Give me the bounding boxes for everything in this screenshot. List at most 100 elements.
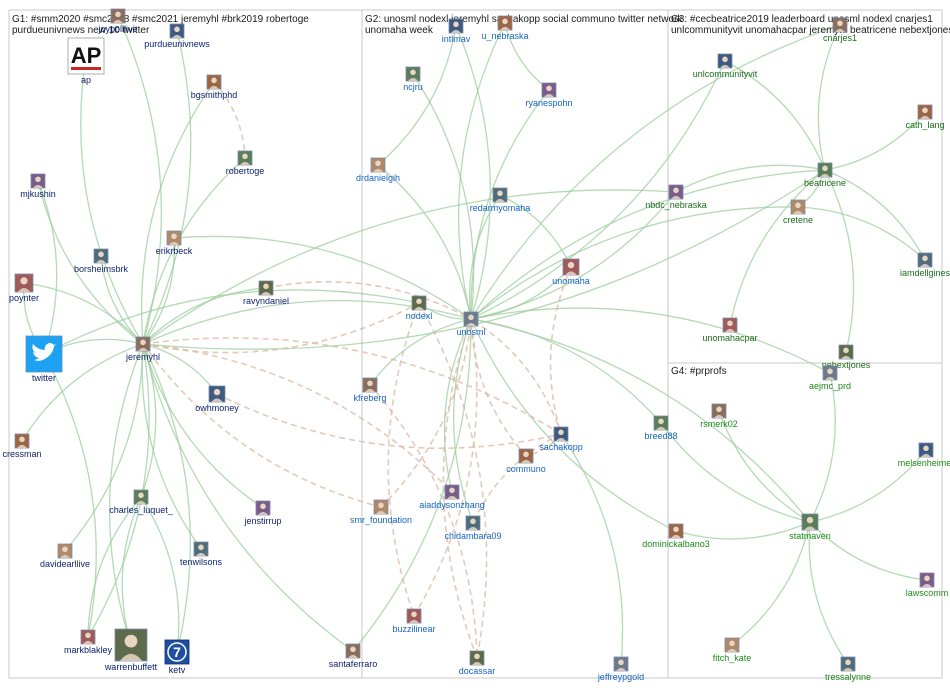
node-beatricene[interactable]: beatricene: [804, 162, 846, 188]
node-mjkushin[interactable]: mjkushin: [20, 173, 56, 199]
node-markblakley[interactable]: markblakley: [64, 629, 113, 655]
edge-unlcommunityvit-unosml: [470, 60, 726, 320]
node-kfreberg[interactable]: kfreberg: [353, 377, 387, 403]
node-unlcommunityvit[interactable]: unlcommunityvit: [693, 53, 758, 79]
edges: [21, 15, 928, 665]
avatar-icon: [469, 650, 485, 666]
avatar-icon: [373, 499, 389, 515]
avatar-icon: [30, 173, 46, 189]
node-borsheimsbrk[interactable]: borsheimsbrk: [74, 248, 129, 274]
node-label-communo: communo: [506, 464, 546, 474]
node-erikrbeck[interactable]: erikrbeck: [156, 230, 193, 256]
node-warrenbuffett[interactable]: warrenbuffett: [104, 628, 158, 672]
edge-beatricene-jeremyhl: [142, 169, 826, 350]
node-cath_lang[interactable]: cath_lang: [905, 104, 945, 130]
node-unomahacpar[interactable]: unomahacpar: [702, 317, 758, 343]
node-tenwilsons[interactable]: tenwilsons: [180, 541, 223, 567]
node-aejmc_prd[interactable]: aejmc_prd: [809, 365, 851, 391]
node-rsmerk02[interactable]: rsmerk02: [700, 403, 738, 429]
node-poynter[interactable]: poynter: [9, 273, 39, 303]
ap-logo-icon: AP: [67, 37, 105, 75]
node-sachakopp[interactable]: sachakopp: [539, 426, 583, 452]
edge-erikrbeck-unosml: [173, 235, 472, 320]
node-intlmav[interactable]: intlmav: [442, 18, 471, 44]
node-label-robertoge: robertoge: [226, 166, 265, 176]
node-communo[interactable]: communo: [506, 448, 546, 474]
node-label-unomaha: unomaha: [552, 276, 590, 286]
avatar-icon: [711, 403, 727, 419]
node-docassar[interactable]: docassar: [459, 650, 496, 676]
avatar-icon: [492, 187, 508, 203]
avatar-icon: [411, 295, 427, 311]
node-tressalynne[interactable]: tressalynne: [825, 656, 871, 682]
avatar-icon: [114, 628, 148, 662]
node-iamdellgines[interactable]: iamdellgines: [900, 252, 950, 278]
node-nodexl[interactable]: nodexl: [406, 295, 433, 321]
node-davidearllive[interactable]: davidearllive: [40, 543, 90, 569]
node-purdueunivnews[interactable]: purdueunivnews: [144, 23, 210, 49]
node-label-unlcommunityvit: unlcommunityvit: [693, 69, 758, 79]
edge-jeremyhl-smr_foundation: [142, 343, 382, 508]
node-label-docassar: docassar: [459, 666, 496, 676]
edge-redarmyomaha-unosml: [468, 194, 501, 320]
node-statmaven[interactable]: statmaven: [789, 513, 831, 541]
edge-sachakopp-chidambara09: [472, 433, 562, 524]
edge-charles_luquet_-markblakley: [87, 496, 142, 638]
avatar-icon: [370, 157, 386, 173]
node-melsenheimer[interactable]: melsenheimer: [898, 442, 950, 468]
node-jeremyhl[interactable]: jeremyhl: [125, 336, 160, 362]
node-charles_luquet_[interactable]: charles_luquet_: [109, 489, 174, 515]
node-breed88[interactable]: breed88: [644, 415, 678, 441]
node-chidambara09[interactable]: chidambara09: [444, 515, 502, 541]
avatar-icon: [917, 252, 933, 268]
node-nebextjones[interactable]: nebextjones: [822, 344, 871, 370]
node-nbdc_nebraska[interactable]: nbdc_nebraska: [645, 184, 707, 210]
avatar-icon: [562, 258, 580, 276]
node-label-charles_luquet_: charles_luquet_: [109, 505, 174, 515]
node-bgsmithphd[interactable]: bgsmithphd: [191, 74, 238, 100]
node-robertoge[interactable]: robertoge: [226, 150, 265, 176]
avatar-icon: [668, 184, 684, 200]
node-label-mjkushin: mjkushin: [20, 189, 56, 199]
node-lawscomm[interactable]: lawscomm: [906, 572, 949, 598]
node-label-iamdellgines: iamdellgines: [900, 268, 950, 278]
node-cressman[interactable]: cressman: [2, 433, 42, 459]
node-unosml[interactable]: unosml: [456, 311, 486, 337]
node-u_nebraska[interactable]: u_nebraska: [481, 15, 529, 41]
avatar-icon: [255, 500, 271, 516]
edge-beatricene-unosml: [470, 169, 826, 320]
node-joypolilive[interactable]: joypolilive: [97, 8, 138, 34]
node-ryanespohn[interactable]: ryanespohn: [525, 82, 573, 108]
edge-nebextjones-beatricene: [824, 169, 855, 353]
node-smr_foundation[interactable]: smr_foundation: [350, 499, 412, 525]
edge-nodexl-docassar: [418, 302, 488, 659]
node-fitch_kate[interactable]: fitch_kate: [713, 637, 752, 663]
node-ravyndaniel[interactable]: ravyndaniel: [243, 280, 289, 306]
node-jeffreypgold[interactable]: jeffreypgold: [597, 656, 644, 682]
node-owhmoney[interactable]: owhmoney: [195, 385, 239, 413]
edge-ncjru-unosml: [412, 73, 475, 320]
edge-buzzilinear-unosml: [413, 318, 478, 617]
node-ncjru[interactable]: ncjru: [403, 66, 423, 92]
node-buzzilinear[interactable]: buzzilinear: [392, 608, 436, 634]
avatar-icon: [838, 344, 854, 360]
node-jenstirrup[interactable]: jenstirrup: [243, 500, 282, 526]
edge-erikrbeck-jeremyhl: [142, 237, 175, 345]
node-aiaddysonzhang[interactable]: aiaddysonzhang: [419, 484, 485, 510]
node-twitter[interactable]: twitter: [25, 335, 63, 383]
edge-warrenbuffett-jeremyhl: [108, 343, 144, 646]
node-label-markblakley: markblakley: [64, 645, 113, 655]
node-cnarjes1[interactable]: cnarjes1: [823, 17, 857, 43]
node-redarmyomaha[interactable]: redarmyomaha: [470, 187, 531, 213]
node-cretene[interactable]: cretene: [783, 199, 813, 225]
node-unomaha[interactable]: unomaha: [552, 258, 590, 286]
node-dominickalbano3[interactable]: dominickalbano3: [642, 523, 710, 549]
group-box-g4: [667, 362, 943, 679]
node-santaferraro[interactable]: santaferraro: [329, 643, 378, 669]
avatar-icon: [822, 365, 838, 381]
edge-cretene-unosml: [470, 206, 799, 320]
node-drdanielgih[interactable]: drdanielgih: [356, 157, 400, 183]
edge-u_nebraska-unosml: [458, 22, 506, 320]
